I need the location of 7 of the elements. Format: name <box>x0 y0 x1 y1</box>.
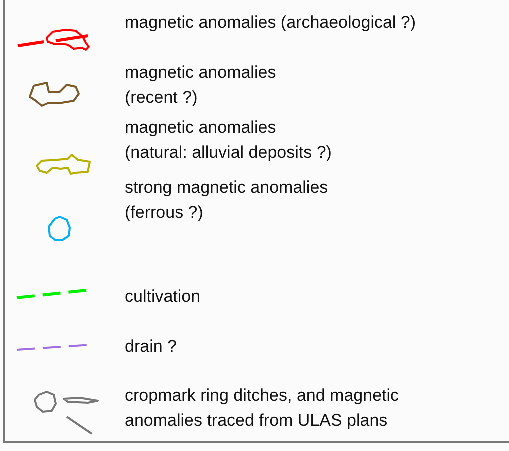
legend-text: cultivation <box>125 286 201 308</box>
legend-text: magnetic anomalies (archaeological ?) <box>125 12 416 34</box>
legend-text: cropmark ring ditches, and magnetic anomalies traced from ULAS plans <box>125 385 400 432</box>
legend-text: drain ? <box>125 336 177 358</box>
legend-text: magnetic anomalies (recent ?) <box>125 62 276 109</box>
legend-text: strong magnetic anomalies (ferrous ?) <box>125 177 328 224</box>
legend-text: magnetic anomalies (natural: alluvial deposits ?) <box>125 117 332 164</box>
